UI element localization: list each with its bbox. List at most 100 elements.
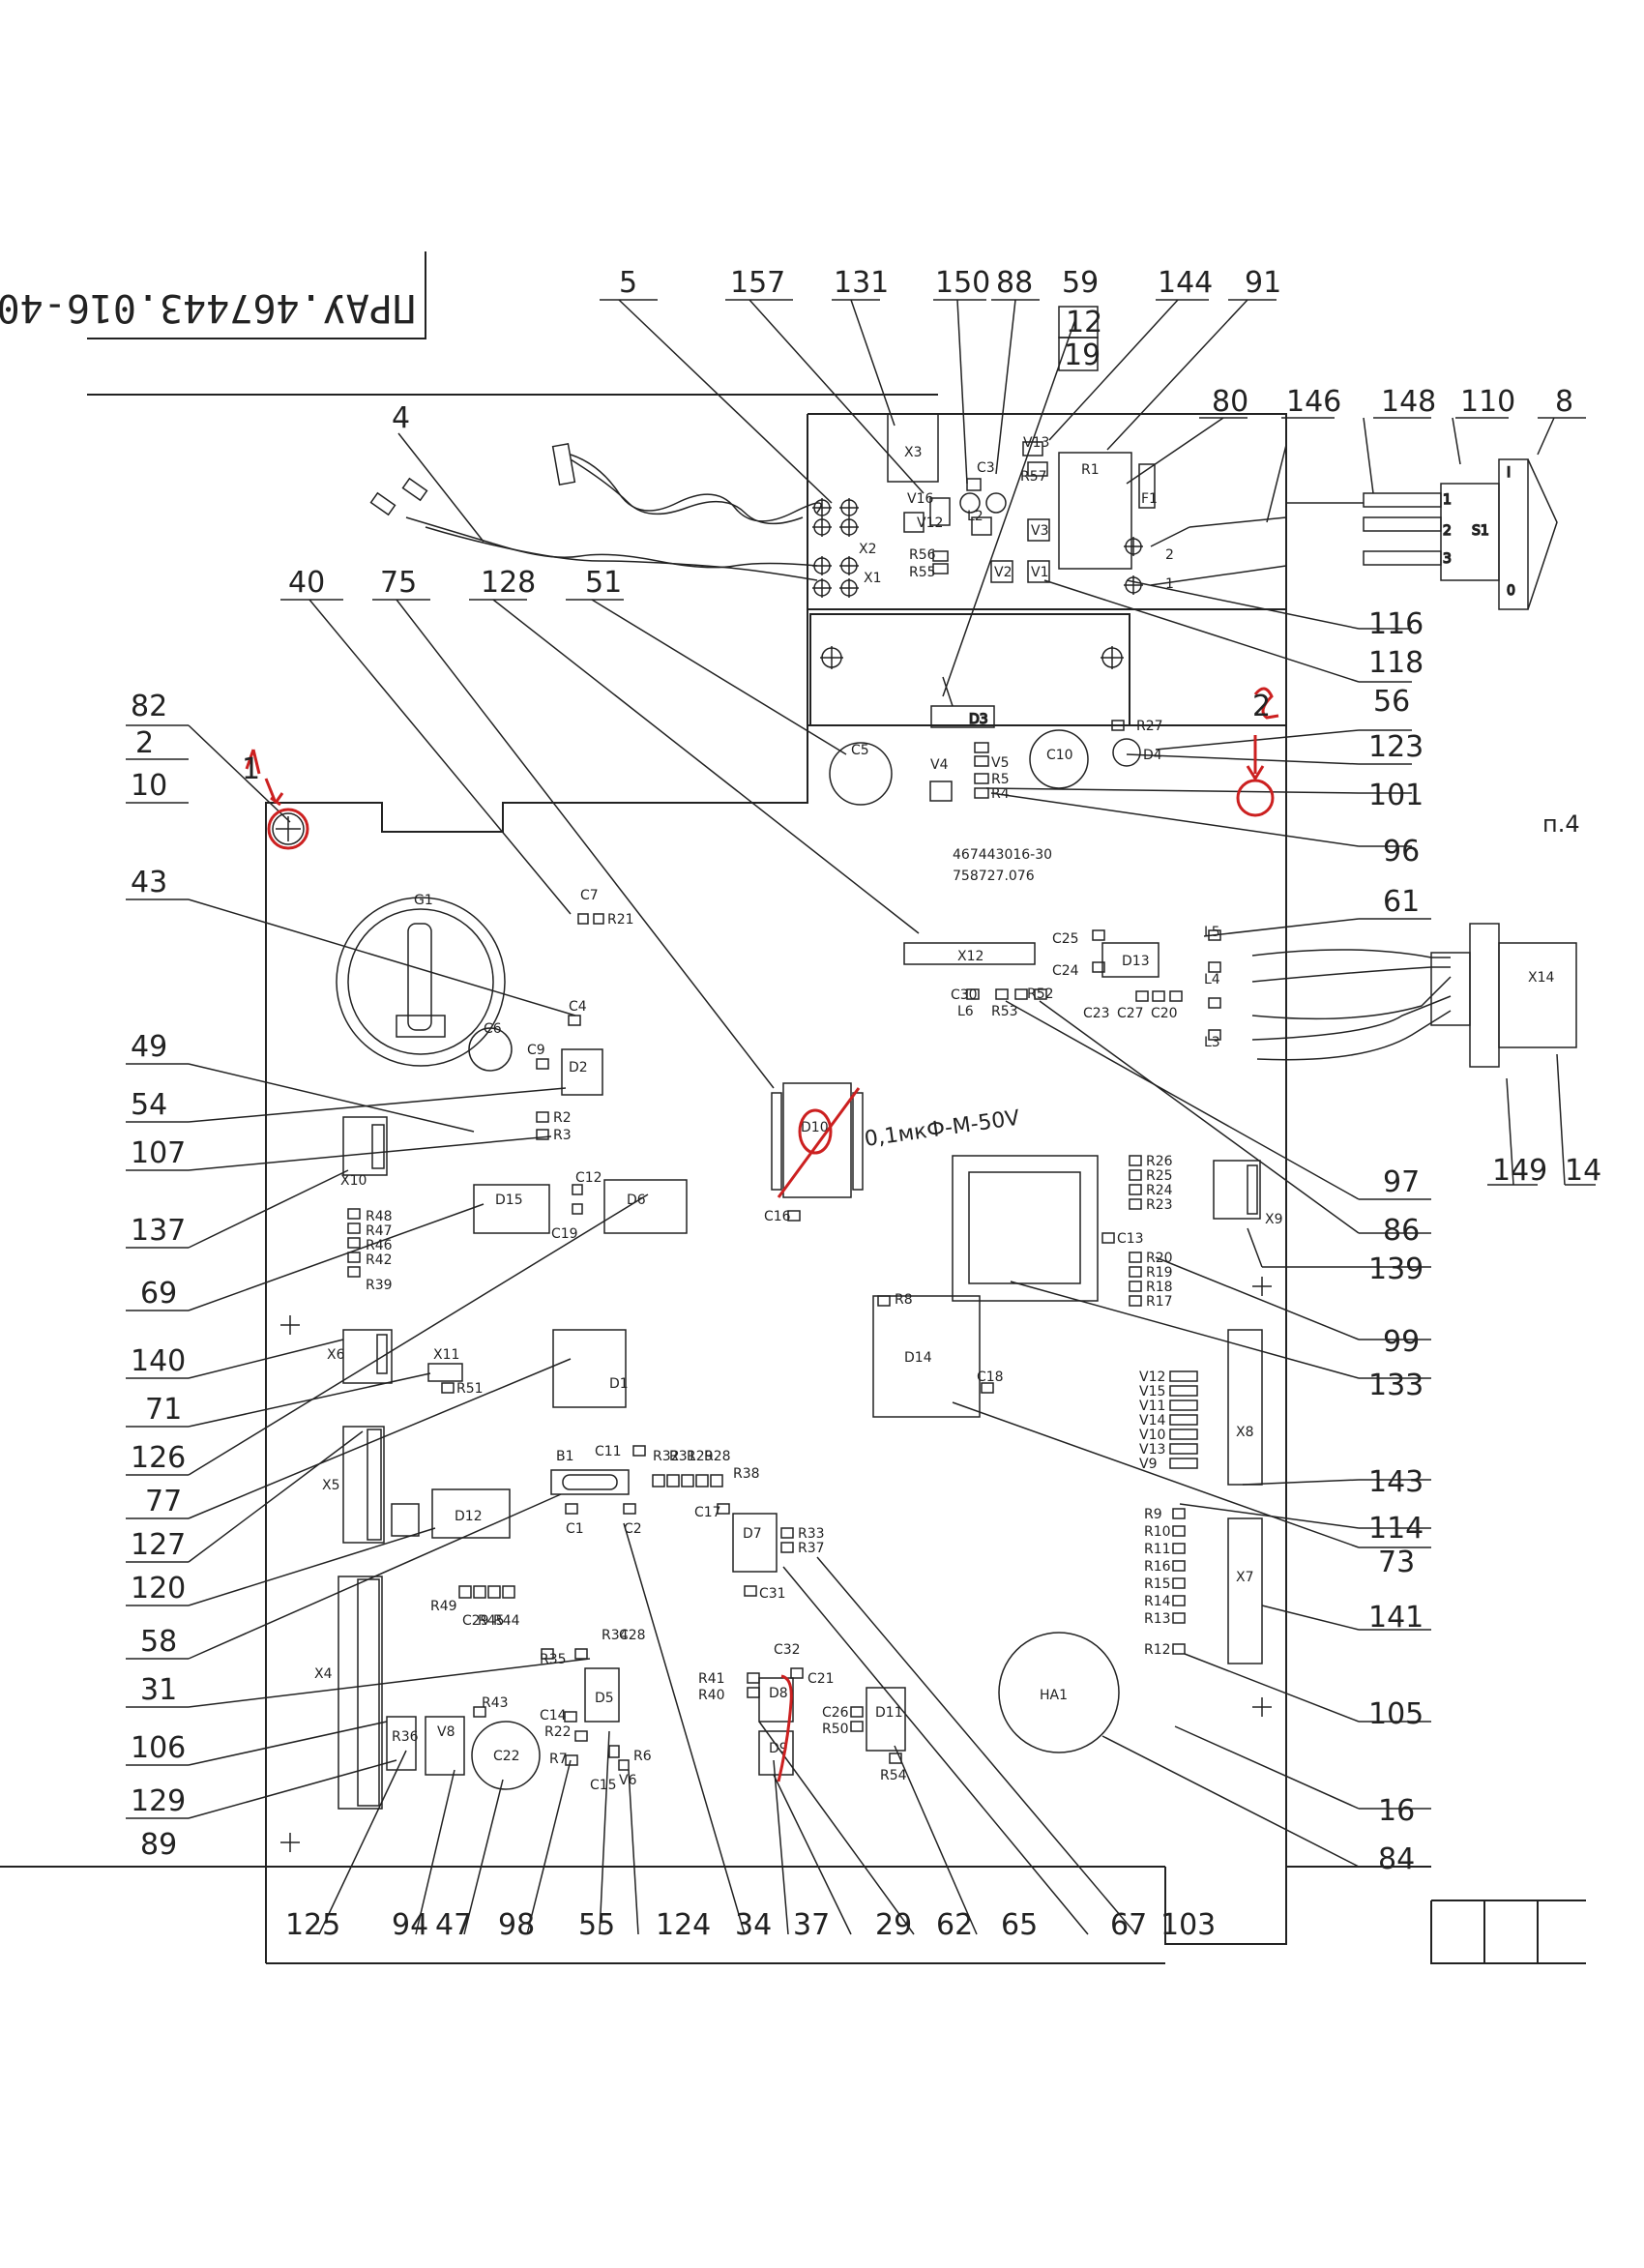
callout-123: 123 [1368, 730, 1424, 764]
power-module [887, 413, 1156, 583]
top-callout-labels: 5 157 131 150 88 59 144 91 80 146 148 11… [288, 266, 1573, 600]
svg-text:C18: C18 [977, 1370, 1004, 1385]
svg-text:D11: D11 [875, 1705, 903, 1721]
svg-text:0: 0 [1507, 583, 1515, 599]
connector-x7 [1227, 1517, 1263, 1664]
svg-text:HA1: HA1 [1040, 1688, 1068, 1703]
svg-text:C28: C28 [619, 1628, 646, 1643]
svg-text:R37: R37 [798, 1541, 825, 1556]
svg-text:C32: C32 [774, 1642, 801, 1658]
capacitor-note: 0,1мкФ-М-50V [863, 1106, 1021, 1152]
svg-text:D12: D12 [455, 1509, 483, 1524]
callout-96: 96 [1383, 835, 1420, 869]
callout-4: 4 [392, 401, 410, 435]
svg-text:V10: V10 [1139, 1428, 1165, 1443]
svg-text:R25: R25 [1146, 1168, 1173, 1184]
callout-94: 94 [392, 1908, 428, 1942]
callout-127: 127 [131, 1528, 186, 1562]
svg-text:R35: R35 [540, 1652, 567, 1667]
led-v16 [903, 512, 925, 533]
callout-82: 82 [131, 690, 167, 723]
callout-86: 86 [1383, 1214, 1420, 1248]
callout-34: 34 [735, 1908, 772, 1942]
svg-text:R24: R24 [1146, 1183, 1173, 1198]
document-number: ПРАУ.467443.016-40 [0, 285, 416, 330]
svg-text:R44: R44 [493, 1613, 520, 1629]
fuse-f1 [1138, 463, 1156, 509]
svg-text:C20: C20 [1151, 1006, 1178, 1021]
svg-text:V13: V13 [1023, 435, 1049, 451]
ic-d2 [561, 1048, 603, 1096]
svg-text:X10: X10 [340, 1173, 367, 1189]
svg-text:R36: R36 [392, 1729, 419, 1745]
left-callouts-leaders [126, 724, 649, 1819]
svg-text:C15: C15 [590, 1778, 617, 1793]
svg-text:V12: V12 [1139, 1370, 1165, 1385]
callout-149: 149 [1492, 1154, 1547, 1188]
callout-133: 133 [1368, 1369, 1424, 1402]
bottom-callout-labels: 125 94 47 98 55 124 34 37 29 62 65 67 10… [285, 1908, 1216, 1942]
capacitor-c22 [471, 1721, 541, 1790]
svg-text:C30: C30 [951, 987, 978, 1003]
svg-text:R16: R16 [1144, 1559, 1171, 1575]
svg-text:C26: C26 [822, 1705, 849, 1721]
svg-text:V14: V14 [1139, 1413, 1165, 1429]
svg-text:C6: C6 [484, 1021, 502, 1037]
callout-128: 128 [481, 566, 536, 600]
ic-d15 [473, 1184, 550, 1234]
svg-text:3: 3 [1443, 551, 1452, 567]
svg-text:D6: D6 [627, 1193, 646, 1208]
ic-d12b [758, 1730, 794, 1776]
svg-text:V15: V15 [1139, 1384, 1165, 1399]
connector-x9 [1213, 1160, 1261, 1220]
plus-marks [280, 1277, 1272, 1852]
callout-10: 10 [131, 769, 167, 803]
svg-text:R14: R14 [1144, 1594, 1171, 1609]
svg-text:R23: R23 [1146, 1197, 1173, 1213]
callout-75: 75 [380, 566, 417, 600]
svg-text:D10: D10 [801, 1120, 829, 1135]
callout-126: 126 [131, 1441, 186, 1475]
callout-69: 69 [140, 1277, 177, 1311]
svg-text:L6: L6 [957, 1004, 974, 1019]
callout-73: 73 [1378, 1546, 1415, 1579]
connector-x14 [1469, 923, 1500, 1068]
svg-text:R40: R40 [698, 1688, 725, 1703]
svg-text:G1: G1 [414, 893, 433, 908]
svg-text:R32: R32 [653, 1449, 680, 1464]
svg-text:R31: R31 [669, 1449, 696, 1464]
callout-47: 47 [435, 1908, 472, 1942]
callout-98: 98 [498, 1908, 535, 1942]
svg-text:R2: R2 [553, 1110, 572, 1126]
callout-110: 110 [1460, 385, 1515, 419]
callout-129: 129 [131, 1784, 186, 1818]
svg-text:C12: C12 [575, 1170, 602, 1186]
svg-text:V5: V5 [991, 755, 1009, 771]
callout-88: 88 [996, 266, 1033, 300]
quartz-b1 [550, 1469, 630, 1495]
svg-text:X14: X14 [1528, 970, 1554, 986]
svg-text:V6: V6 [619, 1773, 637, 1788]
callout-125: 125 [285, 1908, 340, 1942]
callout-77: 77 [145, 1485, 182, 1518]
callout-5: 5 [619, 266, 637, 300]
svg-text:R43: R43 [482, 1695, 509, 1711]
callout-40: 40 [288, 566, 325, 600]
callout-124: 124 [656, 1908, 711, 1942]
top-callouts [280, 299, 1586, 1089]
callout-37: 37 [793, 1908, 830, 1942]
center-labels: D10 C16 C13 R8 D14 C18 C17 D7 R33 R37 C3… [694, 1120, 1144, 1783]
ic-d7 [732, 1513, 778, 1573]
svg-text:D3: D3 [969, 712, 988, 727]
stamp-frame [1430, 1900, 1586, 1964]
svg-text:V8: V8 [437, 1724, 455, 1740]
switch-s1: S1 1 2 3 I 0 [1150, 458, 1558, 610]
svg-text:R41: R41 [698, 1671, 725, 1687]
callout-80: 80 [1212, 385, 1248, 419]
callout-89: 89 [140, 1828, 177, 1862]
svg-text:R11: R11 [1144, 1542, 1171, 1557]
svg-text:C22: C22 [493, 1749, 520, 1764]
callout-14: 14 [1565, 1154, 1601, 1188]
svg-text:R53: R53 [991, 1004, 1018, 1019]
callout-49: 49 [131, 1030, 167, 1064]
